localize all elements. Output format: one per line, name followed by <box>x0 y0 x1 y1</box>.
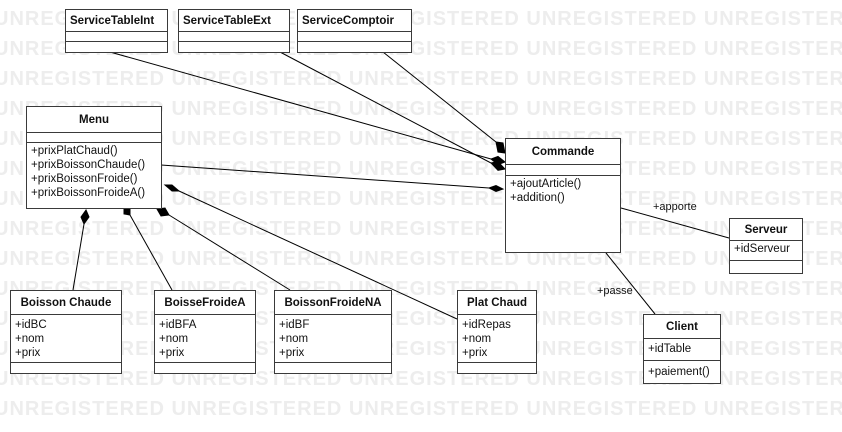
operation-row: +prixBoissonChaude() <box>31 159 146 171</box>
class-servicecomptoir[interactable]: ServiceComptoir <box>297 9 412 53</box>
attributes-compartment <box>179 32 289 42</box>
class-servicetableext[interactable]: ServiceTableExt <box>178 9 290 53</box>
attributes-compartment: +idBFA +nom +prix <box>155 315 255 363</box>
association-label-apporte: +apporte <box>653 201 697 213</box>
operation-row: +prixBoissonFroide() <box>31 173 138 185</box>
operations-compartment <box>66 42 167 52</box>
association-label-passe: +passe <box>597 285 633 297</box>
class-name: Serveur <box>730 219 802 241</box>
attribute-row: +prix <box>279 347 305 359</box>
class-name: Client <box>644 315 720 339</box>
operations-compartment <box>298 42 411 52</box>
class-platchaud[interactable]: Plat Chaud +idRepas +nom +prix <box>457 290 537 374</box>
attributes-compartment <box>27 133 161 143</box>
composition-diamond <box>487 184 505 193</box>
operation-row: +paiement() <box>648 366 710 378</box>
watermark-line: UNREGISTERED UNREGISTERED UNREGISTERED U… <box>0 188 842 210</box>
attribute-row: +nom <box>159 333 189 345</box>
operation-row: +prixPlatChaud() <box>31 145 118 157</box>
composition-diamond <box>163 184 181 192</box>
class-name: Commande <box>506 139 620 165</box>
attribute-row: +idBFA <box>159 319 197 331</box>
edge-menu-boissonchaude[interactable] <box>72 223 85 291</box>
composition-diamond <box>495 141 506 154</box>
attribute-row: +prix <box>15 347 41 359</box>
operations-compartment <box>11 363 121 371</box>
operations-compartment: +prixPlatChaud() +prixBoissonChaude() +p… <box>27 143 161 202</box>
composition-diamond <box>489 161 507 171</box>
watermark-line: UNREGISTERED UNREGISTERED UNREGISTERED U… <box>0 248 842 270</box>
attributes-compartment: +idServeur <box>730 241 802 261</box>
composition-diamond <box>156 207 170 217</box>
class-name: ServiceTableInt <box>66 10 167 32</box>
class-name: ServiceComptoir <box>298 10 411 32</box>
attributes-compartment: +idBF +nom +prix <box>275 315 391 363</box>
edge-servicecomptoir-commande[interactable] <box>382 51 497 143</box>
attributes-compartment: +idRepas +nom +prix <box>458 315 536 363</box>
operations-compartment <box>155 363 255 371</box>
class-name: ServiceTableExt <box>179 10 289 32</box>
operations-compartment <box>179 42 289 52</box>
attribute-row: +idServeur <box>734 243 790 255</box>
class-boissonfroidena[interactable]: BoissonFroideNA +idBF +nom +prix <box>274 290 392 374</box>
operations-compartment <box>458 363 536 371</box>
watermark-line: UNREGISTERED UNREGISTERED UNREGISTERED U… <box>0 218 842 240</box>
attribute-row: +nom <box>462 333 492 345</box>
attribute-row: +idTable <box>648 343 692 355</box>
attribute-row: +idRepas <box>462 319 511 331</box>
attribute-row: +prix <box>159 347 185 359</box>
attributes-compartment <box>506 165 620 176</box>
operations-compartment: +paiement() <box>644 361 720 381</box>
operation-row: +prixBoissonFroideA() <box>31 187 146 199</box>
composition-diamond <box>80 208 90 226</box>
class-name: Menu <box>27 107 161 133</box>
edge-menu-platchaud[interactable] <box>178 190 458 320</box>
watermark-line: UNREGISTERED UNREGISTERED UNREGISTERED U… <box>0 68 842 90</box>
class-name: Plat Chaud <box>458 291 536 315</box>
watermark-line: UNREGISTERED UNREGISTERED UNREGISTERED U… <box>0 398 842 420</box>
attribute-row: +idBF <box>279 319 310 331</box>
edge-servicetableint-commande[interactable] <box>109 51 492 160</box>
class-name: Boisson Chaude <box>11 291 121 315</box>
class-boissonchaude[interactable]: Boisson Chaude +idBC +nom +prix <box>10 290 122 374</box>
class-servicetableint[interactable]: ServiceTableInt <box>65 9 168 53</box>
class-boissefroidea[interactable]: BoisseFroideA +idBFA +nom +prix <box>154 290 256 374</box>
operation-row: +ajoutArticle() <box>510 178 582 190</box>
operations-compartment: +ajoutArticle() +addition() <box>506 176 620 207</box>
edge-menu-boissonfroidena[interactable] <box>168 214 291 291</box>
attributes-compartment <box>298 32 411 42</box>
operations-compartment <box>275 363 391 371</box>
watermark-line: UNREGISTERED UNREGISTERED UNREGISTERED U… <box>0 158 842 180</box>
edge-commande-client[interactable] <box>605 252 656 315</box>
attributes-compartment <box>66 32 167 42</box>
operations-compartment <box>730 261 802 273</box>
class-serveur[interactable]: Serveur +idServeur <box>729 218 803 274</box>
operation-row: +addition() <box>510 192 565 204</box>
watermark-line: UNREGISTERED UNREGISTERED UNREGISTERED U… <box>0 98 842 120</box>
class-name: BoisseFroideA <box>155 291 255 315</box>
attribute-row: +nom <box>279 333 309 345</box>
edge-servicetableext-commande[interactable] <box>279 51 492 164</box>
attributes-compartment: +idBC +nom +prix <box>11 315 121 363</box>
class-commande[interactable]: Commande +ajoutArticle() +addition() <box>505 138 621 253</box>
class-name: BoissonFroideNA <box>275 291 391 315</box>
attributes-compartment: +idTable <box>644 339 720 361</box>
edge-menu-commande[interactable] <box>160 164 490 189</box>
attribute-row: +idBC <box>15 319 47 331</box>
edge-commande-serveur[interactable] <box>620 207 730 239</box>
attribute-row: +nom <box>15 333 45 345</box>
attribute-row: +prix <box>462 347 488 359</box>
class-client[interactable]: Client +idTable +paiement() <box>643 314 721 384</box>
class-menu[interactable]: Menu +prixPlatChaud() +prixBoissonChaude… <box>26 106 162 209</box>
edge-menu-boissefroidea[interactable] <box>129 214 173 291</box>
